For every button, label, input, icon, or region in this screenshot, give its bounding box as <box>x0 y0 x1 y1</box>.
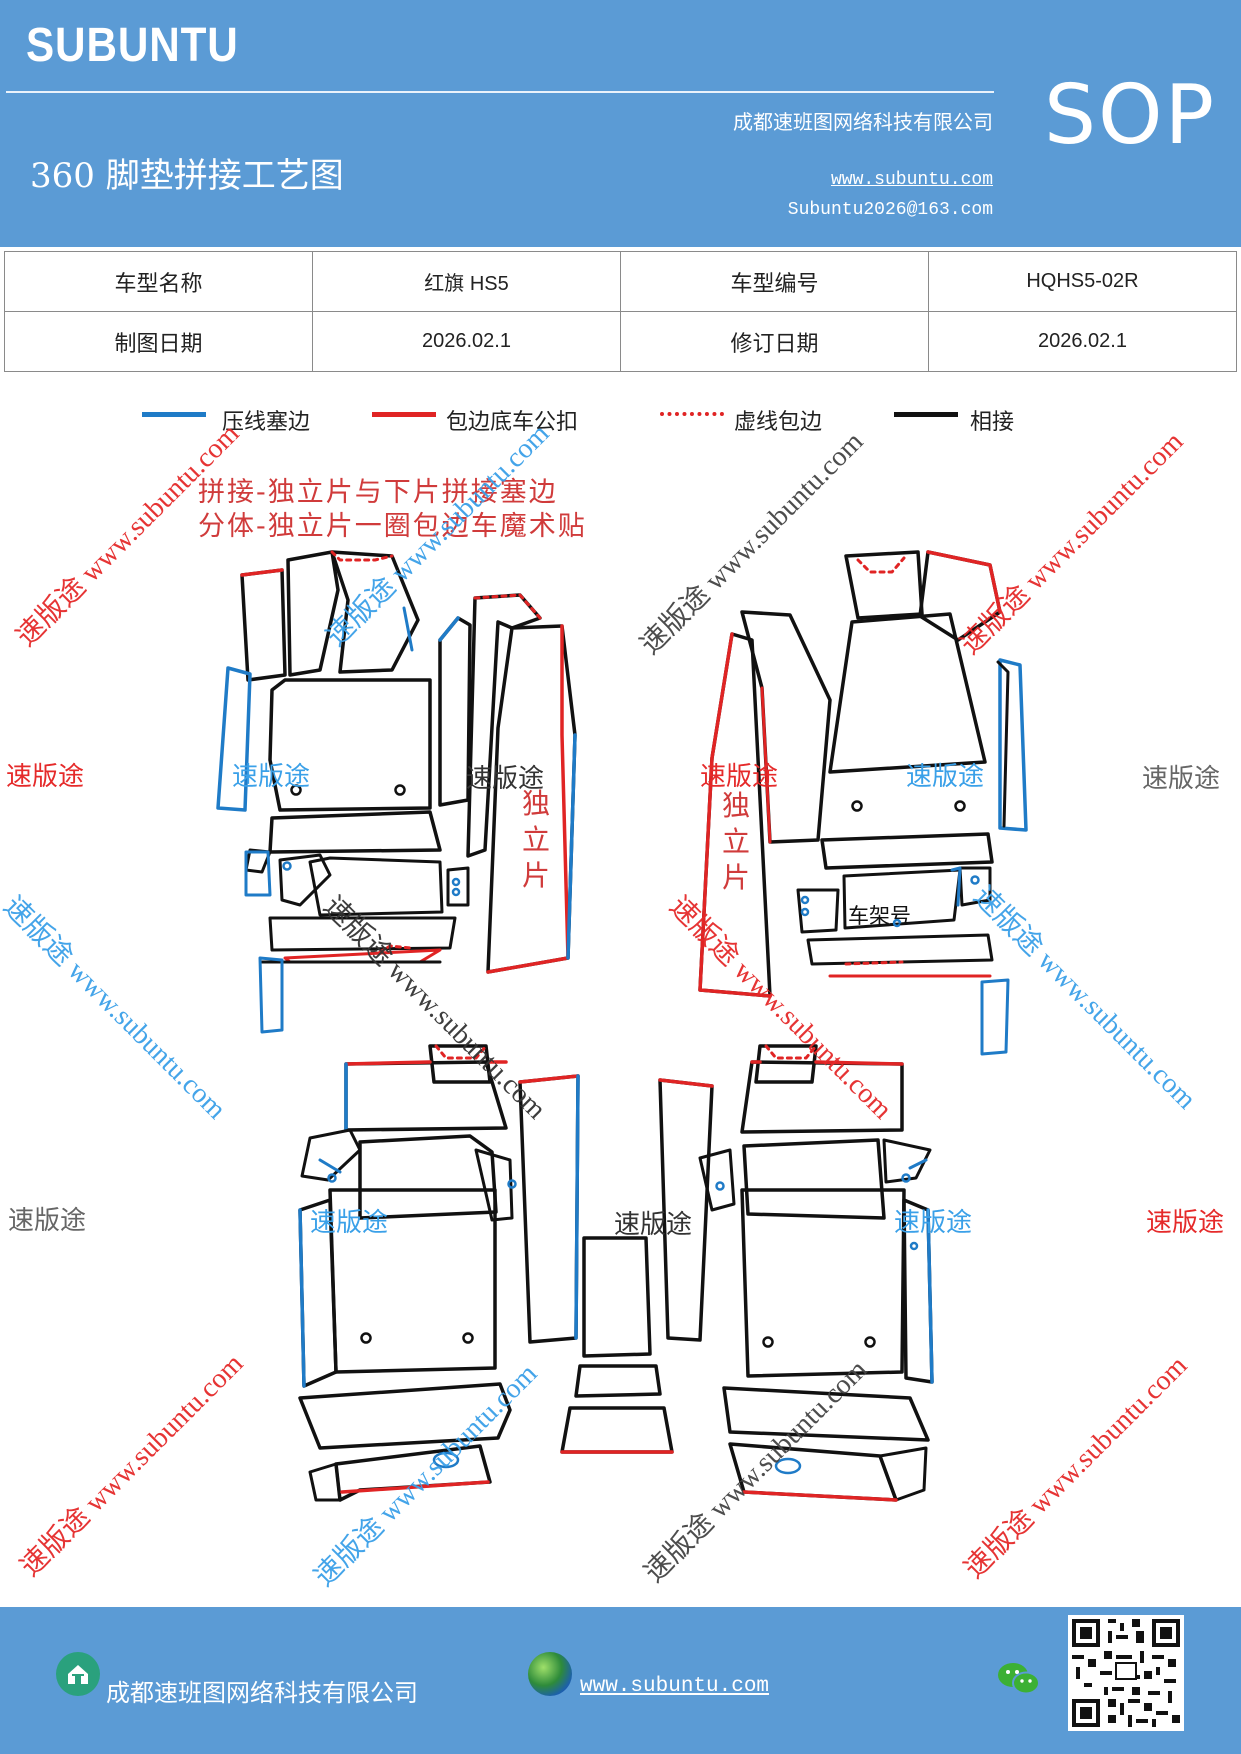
watermark-text: 速版途 <box>1146 1208 1225 1238</box>
label-standalone-right: 独立片 <box>722 789 751 894</box>
legend-label: 包边底车公扣 <box>446 410 579 435</box>
qr-code[interactable] <box>1068 1615 1184 1731</box>
legend-label: 相接 <box>970 410 1015 435</box>
watermark-text: 速版途 <box>894 1208 973 1238</box>
table-cell: 修订日期 <box>620 311 929 372</box>
front-left-mat <box>216 550 472 1034</box>
table-cell: 2026.02.1 <box>928 311 1237 372</box>
rear-left-mat <box>298 1044 580 1502</box>
vehicle-info-table: 车型名称 红旗 HS5 车型编号 HQHS5-02R 制图日期 2026.02.… <box>4 251 1237 372</box>
watermark-text: 速版途 <box>906 762 985 792</box>
table-cell: 2026.02.1 <box>312 311 621 372</box>
footer-banner: 成都速班图网络科技有限公司 www.subuntu.com <box>0 1607 1241 1754</box>
wechat-icon[interactable] <box>996 1659 1042 1699</box>
legend-swatch <box>894 412 958 417</box>
watermark-text: 速版途 <box>466 764 545 794</box>
table-cell: 红旗 HS5 <box>312 251 621 312</box>
table-cell: 车型编号 <box>620 251 929 312</box>
footer-company-name: 成都速班图网络科技有限公司 <box>106 1679 418 1707</box>
website-link[interactable]: www.subuntu.com <box>830 170 993 190</box>
legend-swatch <box>142 412 206 417</box>
sop-badge: SOP <box>1044 68 1217 163</box>
footer-website-link[interactable]: www.subuntu.com <box>580 1675 770 1698</box>
watermark-text: 速版途 <box>700 762 779 792</box>
note-splice: 拼接-独立片与下片拼接塞边 <box>198 477 558 508</box>
table-cell: 车型名称 <box>4 251 313 312</box>
document-title: 360 脚垫拼接工艺图 <box>30 156 344 196</box>
watermark-text: 速版途 <box>232 762 311 792</box>
watermark-text: 速版途 <box>310 1208 389 1238</box>
watermark-text: 速版途 <box>1142 764 1221 794</box>
watermark-text: 速版途 <box>614 1210 693 1240</box>
rear-center-mat <box>560 1236 674 1454</box>
globe-icon <box>528 1652 572 1696</box>
legend-swatch <box>660 412 724 416</box>
home-icon <box>56 1652 100 1696</box>
table-cell: HQHS5-02R <box>928 251 1237 312</box>
standalone-strip-right <box>698 632 772 998</box>
table-cell: 制图日期 <box>4 311 313 372</box>
rear-right-mat <box>658 1044 934 1502</box>
standalone-strip-left <box>466 593 577 974</box>
legend-swatch <box>372 412 436 417</box>
floor-mat-diagram <box>216 550 1028 1502</box>
label-standalone-left: 独立片 <box>522 787 551 892</box>
watermark-text: 速版途 <box>8 1206 87 1236</box>
table-row: 制图日期 2026.02.1 修订日期 2026.02.1 <box>4 311 1237 372</box>
line-legend: 压线塞边 包边底车公扣 虚线包边 相接 <box>0 398 1241 438</box>
company-name: 成都速班图网络科技有限公司 <box>733 110 993 134</box>
header-banner: SUBUNTU 360 脚垫拼接工艺图 成都速班图网络科技有限公司 www.su… <box>0 0 1241 247</box>
legend-label: 虚线包边 <box>734 410 823 435</box>
legend-label: 压线塞边 <box>222 410 311 435</box>
table-row: 车型名称 红旗 HS5 车型编号 HQHS5-02R <box>4 251 1237 312</box>
note-split: 分体-独立片一圈包边车魔术贴 <box>198 511 587 542</box>
email-address: Subuntu2026@163.com <box>787 200 993 220</box>
label-frame-number: 车架号 <box>848 904 911 928</box>
header-divider <box>6 91 994 93</box>
watermark-text: 速版途 <box>6 762 85 792</box>
brand-logo: SUBUNTU <box>26 19 239 72</box>
front-right-mat <box>740 550 1028 1056</box>
